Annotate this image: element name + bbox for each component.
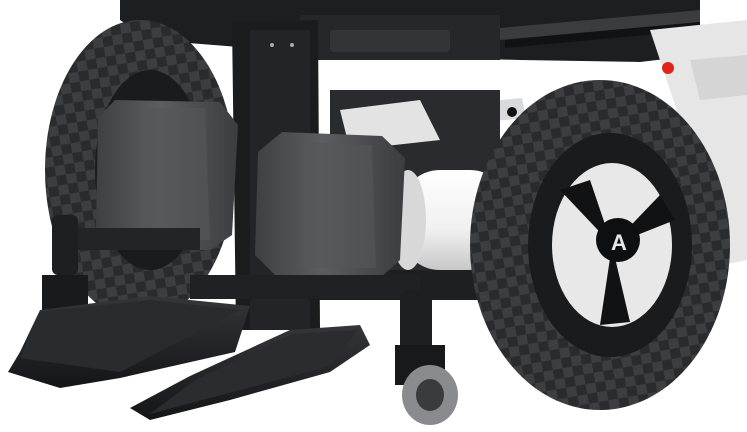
right-calf-pad — [255, 132, 405, 278]
crossbars — [60, 228, 420, 299]
hub-logo: A — [611, 230, 627, 255]
right-drive-wheel: A — [470, 80, 730, 410]
right-caster — [395, 290, 458, 425]
red-accent — [662, 62, 674, 74]
left-calf-pad — [96, 100, 238, 250]
